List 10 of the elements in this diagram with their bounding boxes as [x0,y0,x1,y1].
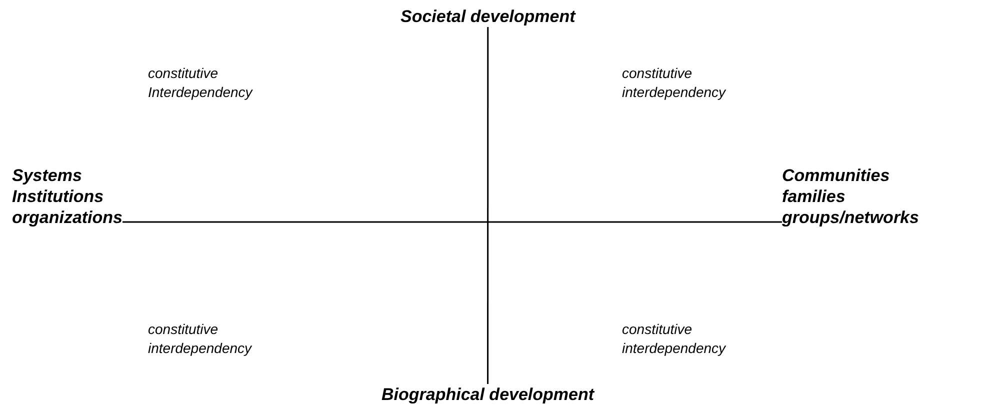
axis-label: Biographical development [382,384,594,405]
axis-line [487,27,489,384]
axis-line [122,221,782,223]
axis-label: Societal development [400,6,576,27]
quadrant-label: constitutive Interdependency [148,64,252,102]
quadrant-label: constitutive interdependency [622,320,726,358]
quadrant-label: constitutive interdependency [148,320,252,358]
axis-label: Communities families groups/networks [782,165,919,228]
axis-label: Systems Institutions organizations [12,165,123,228]
quadrant-label: constitutive interdependency [622,64,726,102]
